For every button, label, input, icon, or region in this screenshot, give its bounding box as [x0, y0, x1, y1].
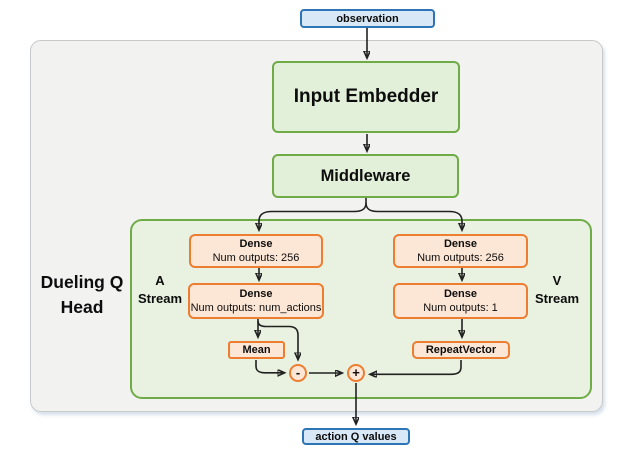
- a-dense2-title: Dense: [239, 287, 273, 300]
- mean-node: Mean: [228, 341, 285, 359]
- subtract-operator-node: -: [289, 364, 307, 382]
- add-operator-node: +: [347, 364, 365, 382]
- observation-node: observation: [300, 9, 435, 28]
- repeat-vector-node: RepeatVector: [412, 341, 510, 359]
- dueling-q-head-label-line1: Dueling Q: [40, 272, 124, 292]
- input-embedder-node: Input Embedder: [272, 61, 460, 133]
- v-stream-label: V Stream: [534, 273, 580, 306]
- dueling-q-head-label-line2: Head: [60, 296, 104, 317]
- v-stream-dense-1-node: Dense Num outputs: 1: [393, 283, 528, 319]
- v-dense1-subtitle: Num outputs: 256: [417, 252, 504, 264]
- a-dense2-subtitle: Num outputs: num_actions: [190, 302, 322, 314]
- v-dense2-subtitle: Num outputs: 1: [423, 302, 498, 314]
- a-stream-label: A Stream: [137, 273, 183, 306]
- dueling-q-head-label: Dueling Q Head: [33, 270, 131, 320]
- middleware-node: Middleware: [272, 154, 459, 198]
- v-dense2-title: Dense: [443, 287, 478, 300]
- a-stream-dense-num-actions-node: Dense Num outputs: num_actions: [188, 283, 324, 319]
- v-dense1-title: Dense: [443, 237, 478, 250]
- a-dense1-title: Dense: [239, 237, 273, 250]
- action-q-values-node: action Q values: [302, 428, 410, 445]
- v-stream-dense-256-node: Dense Num outputs: 256: [393, 234, 528, 268]
- a-stream-dense-256-node: Dense Num outputs: 256: [189, 234, 323, 268]
- a-dense1-subtitle: Num outputs: 256: [212, 252, 300, 264]
